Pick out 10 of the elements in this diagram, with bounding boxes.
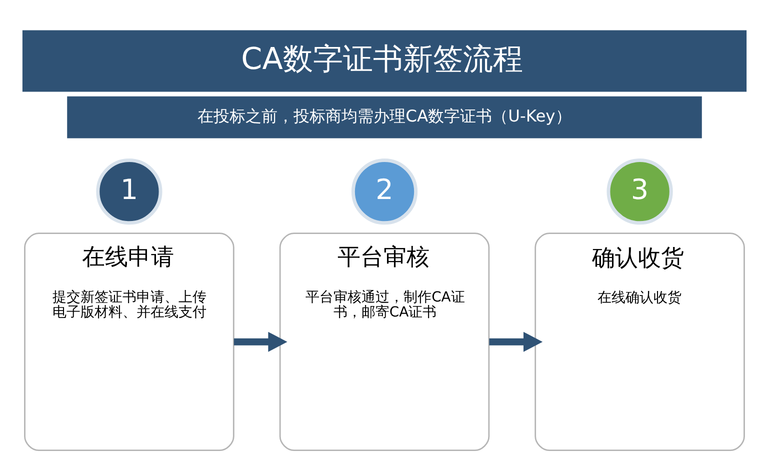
arrow <box>234 331 288 352</box>
node-circle: 1 <box>96 158 162 224</box>
node-box: 确认收货 在线确认收货 <box>534 232 745 451</box>
label: 在投标之前，投标商均需办理CA数字证书（U-Key） <box>198 106 572 126</box>
node-box: 平台审核 平台审核通过，制作CA证书，邮寄CA证书 <box>279 232 490 451</box>
node-box: 在线申请 提交新签证书申请、上传电子版材料、并在线支付 <box>24 232 234 451</box>
diagram-title: CA数字证书新签流程 <box>241 41 523 76</box>
arrow <box>489 331 543 352</box>
node-circle: 2 <box>351 158 418 224</box>
node-circle: 3 <box>606 158 673 224</box>
